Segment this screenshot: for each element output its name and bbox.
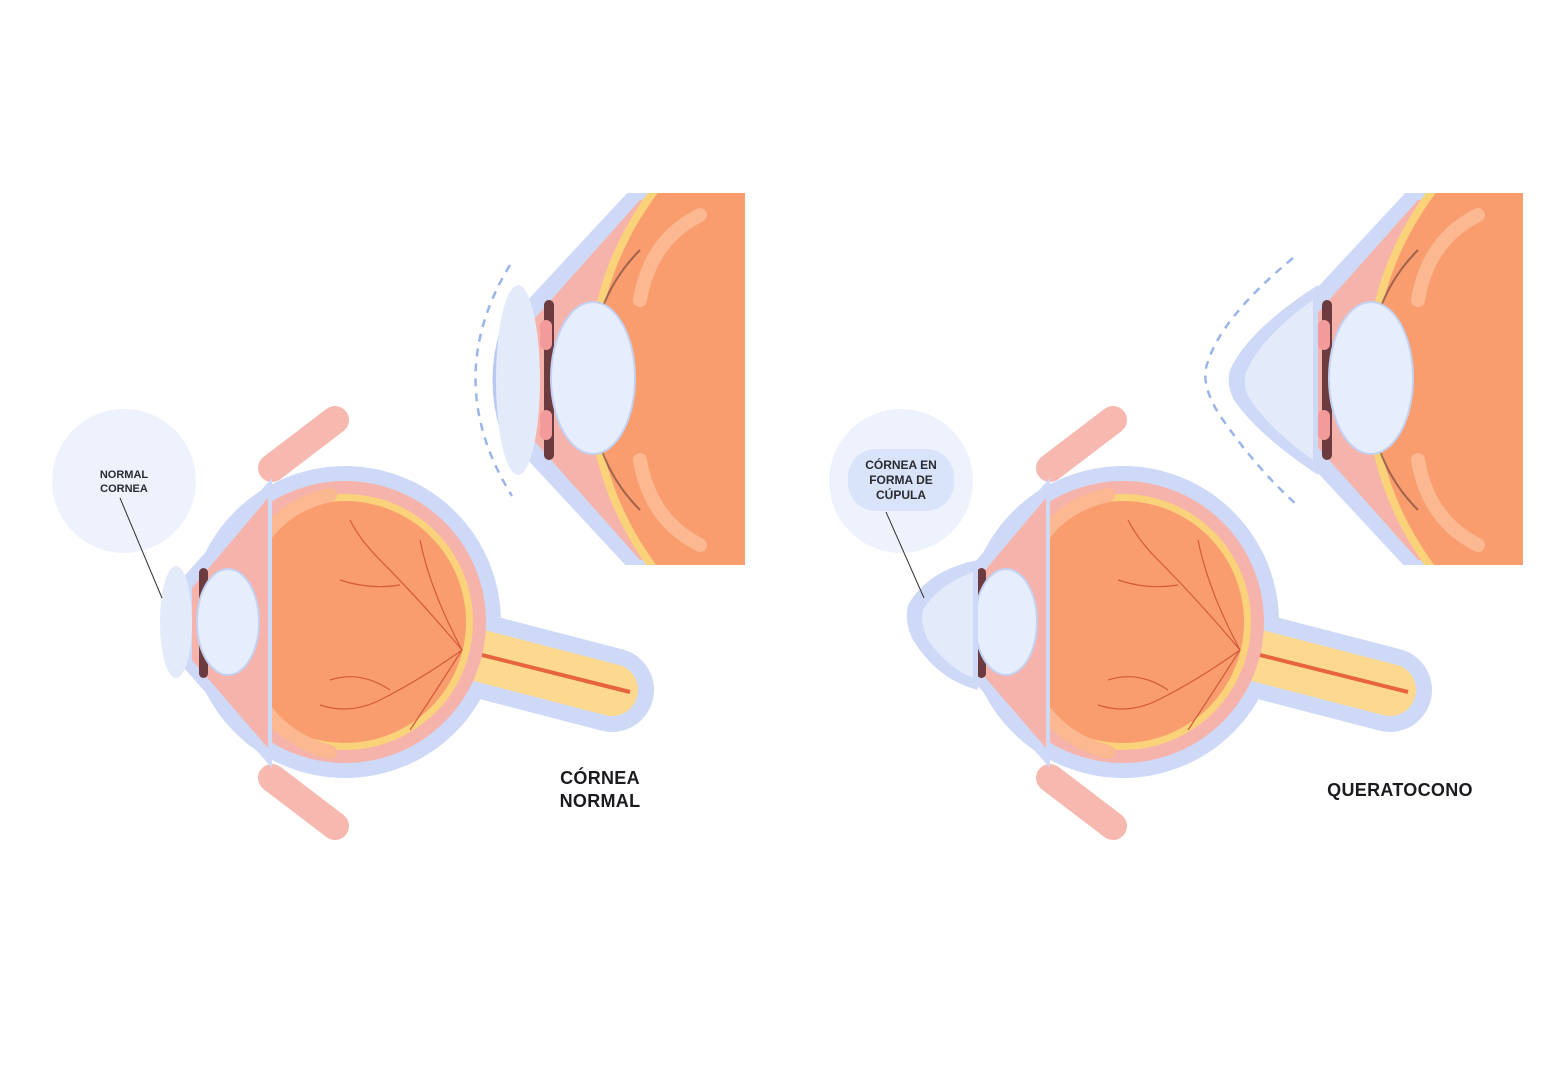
normal-curvature-dashed-line	[474, 264, 514, 497]
keratoconus-eye-panel	[829, 62, 1550, 826]
normal-eye-panel	[52, 62, 1223, 826]
callout-bubble	[52, 409, 196, 553]
cone-curvature-dashed-line	[1204, 257, 1298, 506]
normal-cornea-zoom-inset	[492, 62, 1224, 698]
callout-leader-line	[119, 497, 163, 599]
callout-pill	[848, 449, 954, 511]
keratoconus-zoom-inset	[1228, 62, 1550, 698]
dome-cornea-callout-label: CÓRNEA EN FORMA DE CÚPULA	[865, 458, 937, 502]
normal-cornea	[160, 566, 192, 678]
normal-cornea-callout-label: NORMAL CORNEA	[99, 469, 149, 495]
normal-cornea-title: CÓRNEA NORMAL	[559, 768, 641, 811]
callout-leader-line	[885, 511, 925, 599]
keratoconus-title: QUERATOCONO	[1327, 780, 1473, 800]
